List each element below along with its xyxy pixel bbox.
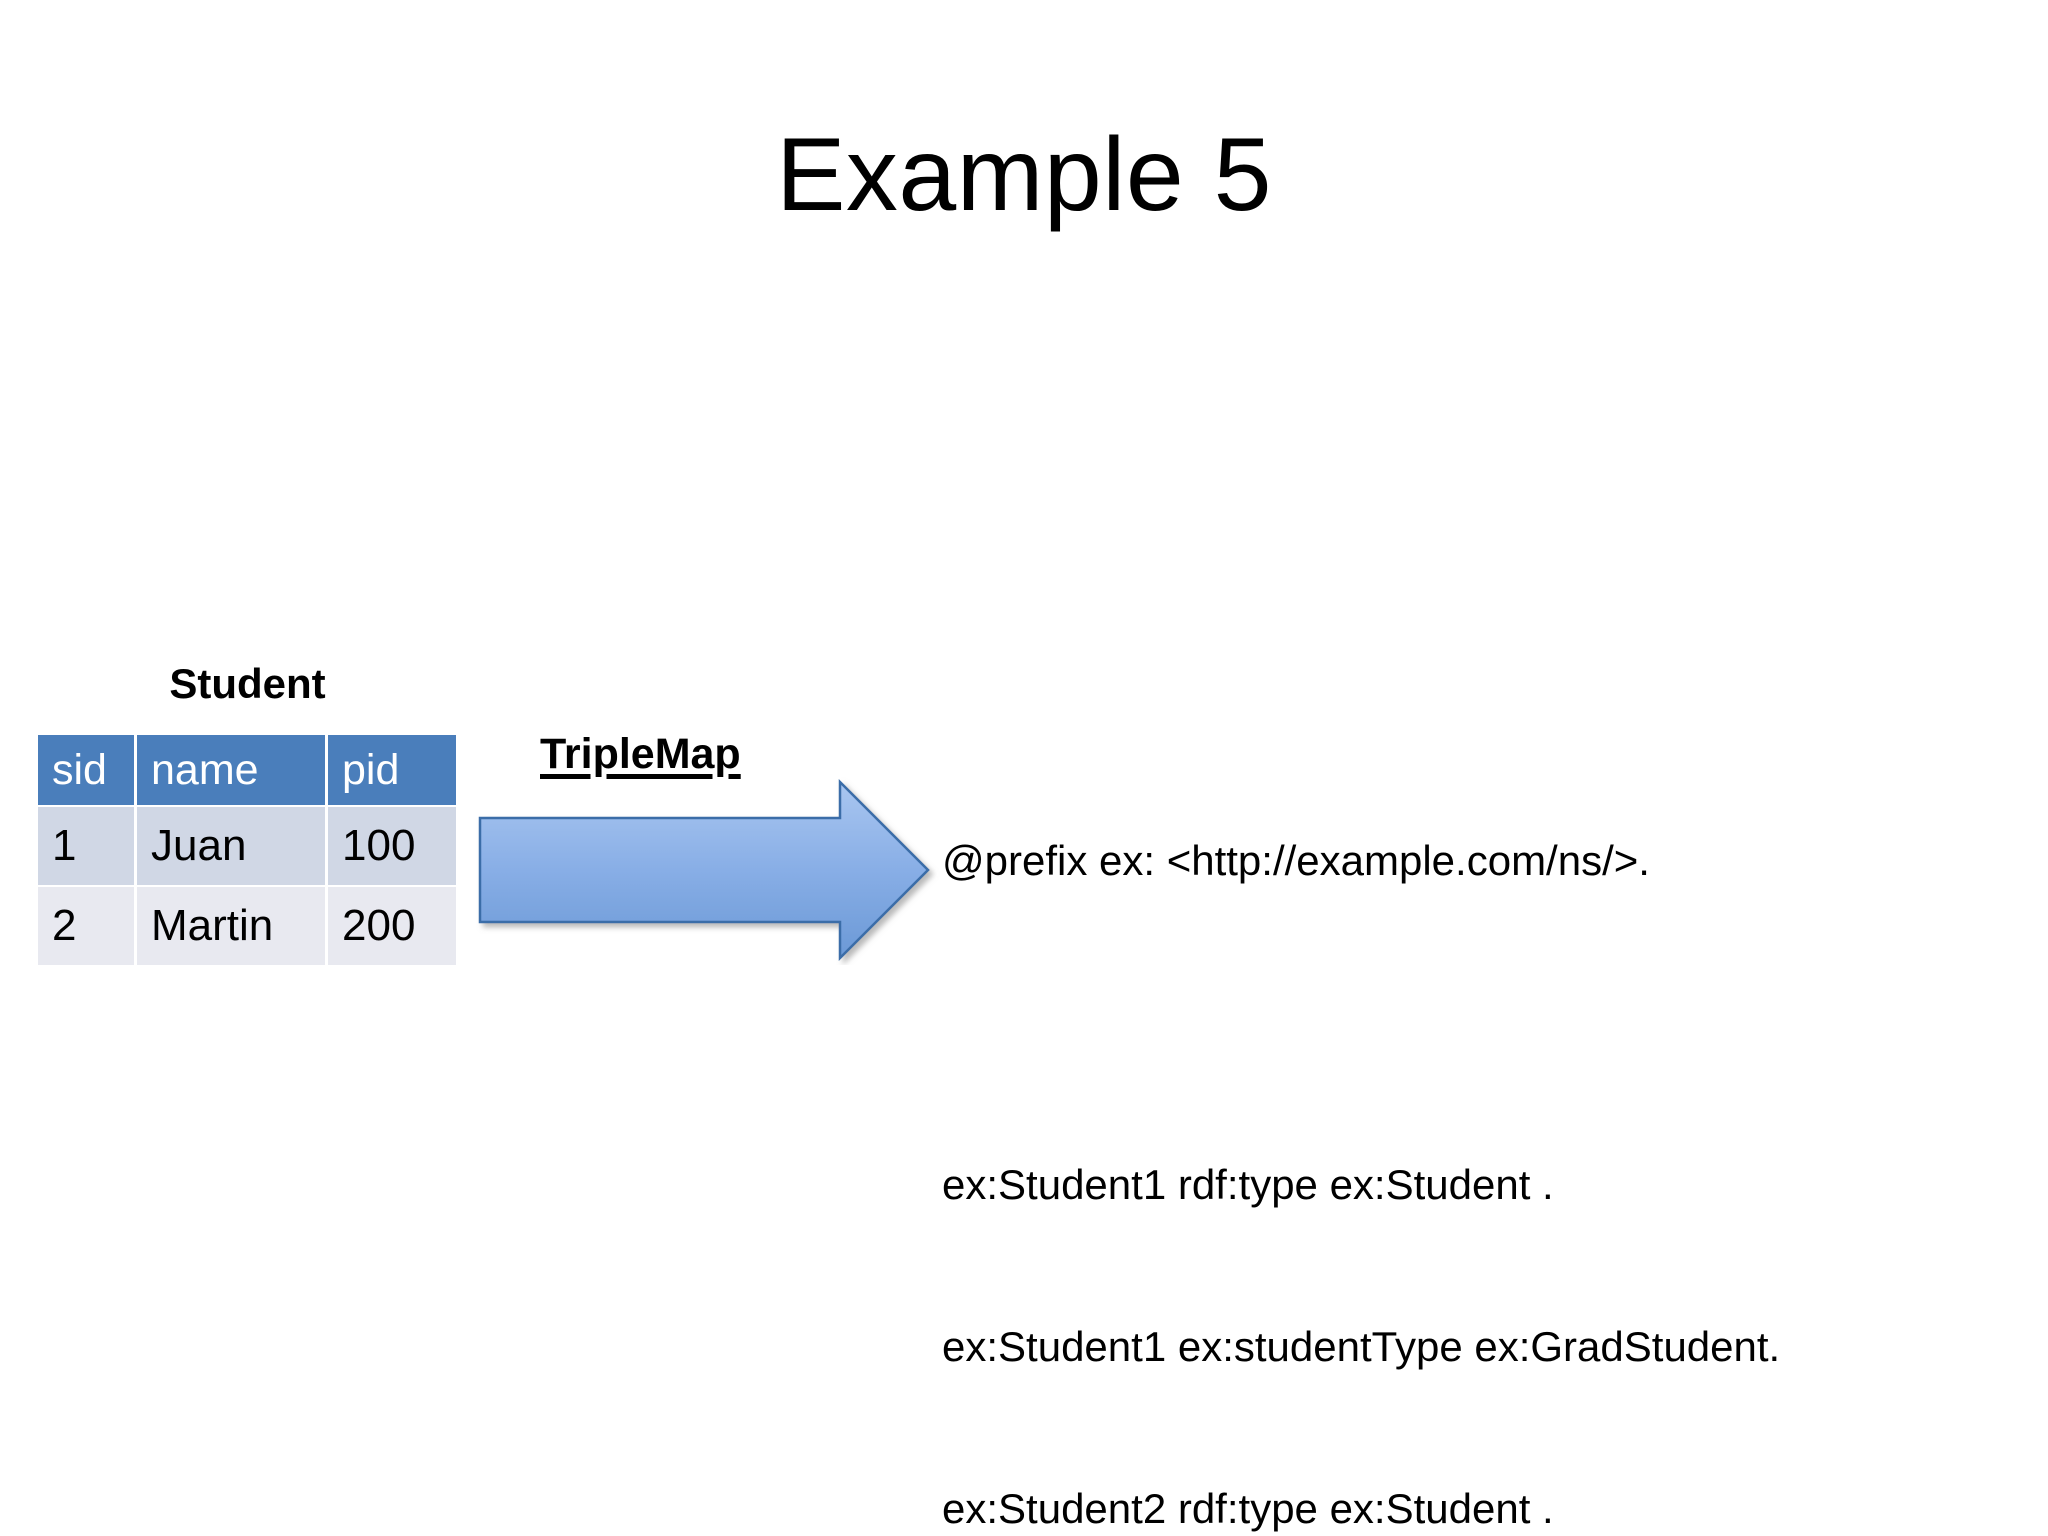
rdf-triple-line: ex:Student2 rdf:type ex:Student . — [942, 1485, 1554, 1532]
cell-pid: 100 — [328, 807, 456, 885]
rdf-triple-line: ex:Student1 rdf:type ex:Student . — [942, 1161, 1554, 1208]
rdf-prefix-line: @prefix ex: <http://example.com/ns/>. — [942, 837, 1650, 884]
table-header-row: sid name pid — [38, 735, 456, 805]
student-table: sid name pid 1 Juan 100 2 Martin 200 — [35, 733, 459, 967]
rdf-triple-line: ex:Student1 ex:studentType ex:GradStuden… — [942, 1323, 1781, 1370]
column-header-sid: sid — [38, 735, 134, 805]
page-title: Example 5 — [776, 117, 1272, 233]
cell-sid: 1 — [38, 807, 134, 885]
rdf-output-block: @prefix ex: <http://example.com/ns/>. ex… — [942, 726, 1780, 1536]
cell-pid: 200 — [328, 887, 456, 965]
column-header-pid: pid — [328, 735, 456, 805]
right-arrow-icon — [478, 778, 930, 962]
cell-name: Martin — [137, 887, 325, 965]
triplemap-label: TripleMap — [540, 730, 741, 778]
rdf-blank-line — [942, 996, 1780, 1050]
table-caption: Student — [169, 660, 326, 707]
table-row: 2 Martin 200 — [38, 887, 456, 965]
table-body: 1 Juan 100 2 Martin 200 — [38, 807, 456, 965]
column-header-name: name — [137, 735, 325, 805]
cell-name: Juan — [137, 807, 325, 885]
table-row: 1 Juan 100 — [38, 807, 456, 885]
cell-sid: 2 — [38, 887, 134, 965]
table-header: sid name pid — [38, 735, 456, 805]
